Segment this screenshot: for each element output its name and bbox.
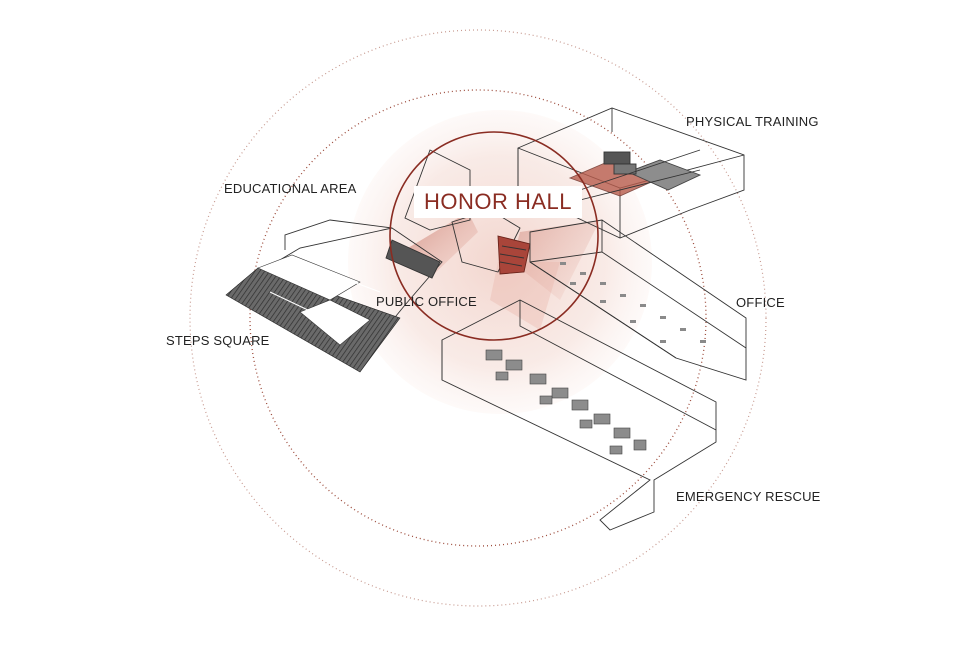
honor-hall-title: HONOR HALL (414, 186, 583, 218)
honor-hall-volume (404, 149, 531, 275)
emergency-rescue-volume (441, 299, 717, 531)
emergency-vehicles (485, 349, 647, 455)
steps-square-label: STEPS SQUARE (166, 333, 270, 348)
emergency-rescue-label: EMERGENCY RESCUE (676, 489, 821, 504)
office-volume (529, 219, 747, 381)
beam-right (512, 220, 600, 300)
inner-dotted-ring (249, 89, 707, 547)
office-furniture (560, 262, 706, 343)
physical-training-label: PHYSICAL TRAINING (686, 114, 819, 129)
educational-area-label: EDUCATIONAL AREA (224, 181, 357, 196)
physical-training-volume (517, 107, 745, 239)
beam-down (490, 262, 560, 330)
outer-dotted-ring (189, 29, 767, 607)
public-office-label: PUBLIC OFFICE (376, 294, 477, 309)
steps-square-volume (225, 254, 401, 373)
office-label: OFFICE (736, 295, 785, 310)
honor-hall-ring (389, 131, 599, 341)
